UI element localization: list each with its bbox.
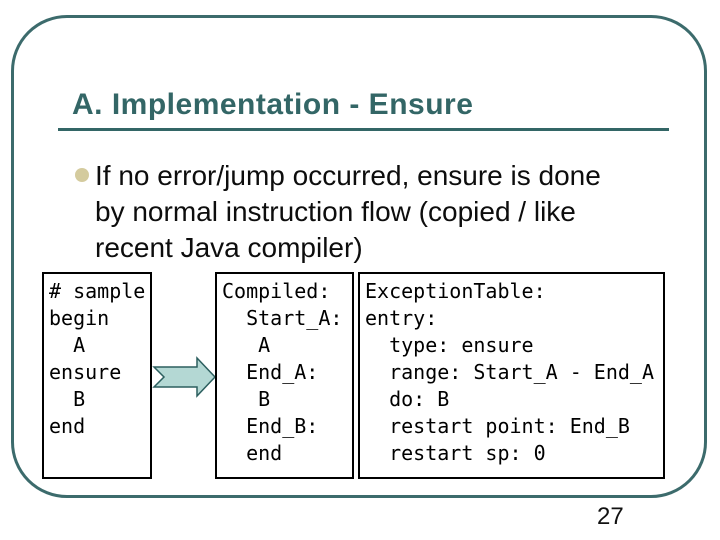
bullet-paragraph: If no error/jump occurred, ensure is don… <box>95 158 680 266</box>
source-code-box: # sample begin A ensure B end <box>42 272 152 479</box>
bullet-marker <box>75 168 89 182</box>
compiled-code-text: Compiled: Start_A: A End_A: B End_B: end <box>222 279 343 465</box>
title-underline <box>58 128 669 131</box>
exception-table-box: ExceptionTable: entry: type: ensure rang… <box>358 272 665 479</box>
compiled-code-box: Compiled: Start_A: A End_A: B End_B: end <box>215 272 354 479</box>
slide-border <box>11 15 707 498</box>
source-code-text: # sample begin A ensure B end <box>49 279 146 438</box>
right-arrow-shape <box>152 356 217 398</box>
right-arrow-icon <box>152 356 217 398</box>
exception-table-text: ExceptionTable: entry: type: ensure rang… <box>365 279 654 465</box>
bullet-line-2: by normal instruction flow (copied / lik… <box>95 196 576 227</box>
slide-title: A. Implementation - Ensure <box>72 88 474 121</box>
bullet-line-1: If no error/jump occurred, ensure is don… <box>95 160 601 191</box>
page-number: 27 <box>597 503 624 530</box>
bullet-line-3: recent Java compiler) <box>95 232 363 263</box>
